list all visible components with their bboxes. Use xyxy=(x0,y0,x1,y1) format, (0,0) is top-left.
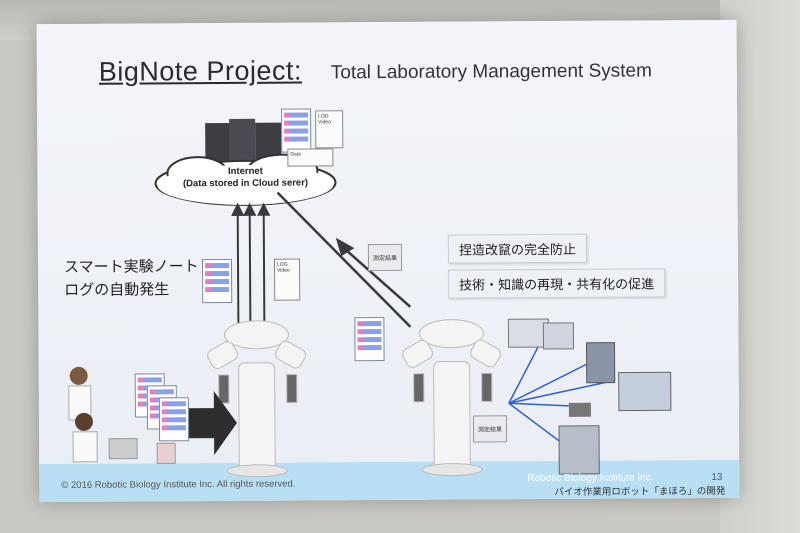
note-video-label: Video xyxy=(318,119,331,126)
log-video-note: LOG Video xyxy=(315,110,344,149)
copyright-text: © 2016 Robotic Biology Institute Inc. Al… xyxy=(61,478,296,491)
presentation-slide: BigNote Project: Total Laboratory Manage… xyxy=(36,19,740,503)
page-number: 13 xyxy=(711,471,723,484)
cloud-caption-line2: (Data stored in Cloud serer) xyxy=(182,177,309,190)
notebook-doc-icon xyxy=(158,397,190,442)
note-data-label: Data xyxy=(290,151,301,158)
lab-instruments-icon xyxy=(507,318,672,475)
jp-footer: バイオ作業用ロボット「まほろ」の開発 xyxy=(554,485,726,498)
jp-left-caption: スマート実験ノート ログの自動発生 xyxy=(64,255,199,302)
robot-right-icon xyxy=(402,319,501,477)
log-video-note: LOG Video xyxy=(273,258,301,301)
measurement-stamp: 測定結果 xyxy=(472,415,508,443)
data-note: Data xyxy=(287,148,334,167)
jp-box-falsification: 捏造改竄の完全防止 xyxy=(447,233,588,264)
upload-arrows xyxy=(231,202,271,323)
cloud-caption-line1: Internet xyxy=(227,165,263,177)
jp-left-line2: ログの自動発生 xyxy=(64,280,170,299)
cloud-caption: Internet (Data stored in Cloud serer) xyxy=(155,165,335,190)
big-arrow-icon xyxy=(178,391,237,456)
diagonal-arrows xyxy=(276,191,412,328)
instrument-links xyxy=(508,345,614,442)
slide-graphics xyxy=(68,118,672,478)
notebook-doc-icon xyxy=(354,317,385,362)
jp-box-knowledge: 技術・知識の再現・共有化の促進 xyxy=(448,268,666,299)
jp-left-line1: スマート実験ノート xyxy=(63,257,199,276)
notebook-doc-icon xyxy=(281,108,312,153)
notebook-doc-icon xyxy=(201,258,233,304)
measurement-stamp: 測定結果 xyxy=(367,243,403,272)
note-video-label: Video xyxy=(277,267,290,274)
cloud-icon xyxy=(154,153,337,206)
robot-left-icon xyxy=(207,320,307,478)
scientists-icon xyxy=(68,366,176,464)
institute-footer: Robotic Biology Institute Inc. xyxy=(527,472,654,485)
